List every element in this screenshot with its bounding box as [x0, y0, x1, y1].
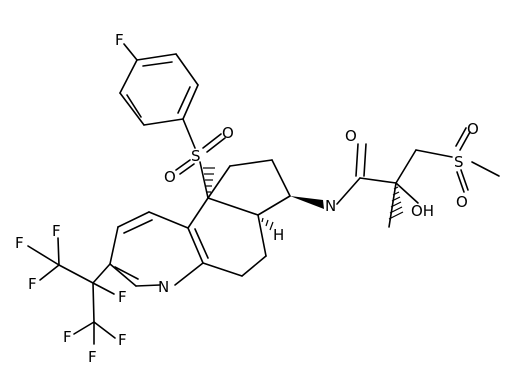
atom-sulfonyl-o2: O	[164, 168, 176, 186]
atom-pyridine-n: N	[158, 278, 169, 296]
atom-cf3-bot-f2: F	[118, 331, 127, 349]
atom-sulfonyl-s: S	[191, 147, 201, 165]
aryl-sulfonyl-bonds	[175, 118, 226, 199]
atom-methylsulfonyl-o1: O	[467, 120, 479, 138]
amide-side-chain	[290, 127, 500, 228]
atom-labels: F S O O O S O O N OH H N F F F F F F F	[15, 31, 479, 366]
atom-amide-o: O	[345, 127, 357, 145]
stereo-hash-bonds	[203, 167, 274, 231]
atom-cf3-bot-f1: F	[63, 328, 72, 346]
heptafluoroisopropyl-group	[27, 237, 116, 345]
atom-methylsulfonyl-s: S	[454, 153, 464, 171]
cyclohexane-ring	[187, 197, 267, 277]
atom-sulfonyl-o1: O	[222, 124, 234, 142]
cyclopentane-ring	[207, 159, 291, 216]
pyridine-ring	[109, 211, 209, 287]
atom-cf3-bot-f3: F	[88, 348, 97, 366]
atom-ring-h: H	[273, 226, 284, 244]
atom-amide-n: N	[325, 197, 336, 215]
atom-cf3-top-f2: F	[52, 222, 61, 240]
fluorophenyl-ring	[119, 43, 199, 126]
atom-methylsulfonyl-o2: O	[456, 193, 468, 211]
atom-hydroxyl: OH	[411, 202, 434, 220]
atom-cf3-top-f3: F	[28, 275, 37, 293]
atom-center-f: F	[118, 288, 127, 306]
atom-cf3-top-f1: F	[15, 234, 24, 252]
atom-fluoro-aryl: F	[115, 31, 124, 49]
